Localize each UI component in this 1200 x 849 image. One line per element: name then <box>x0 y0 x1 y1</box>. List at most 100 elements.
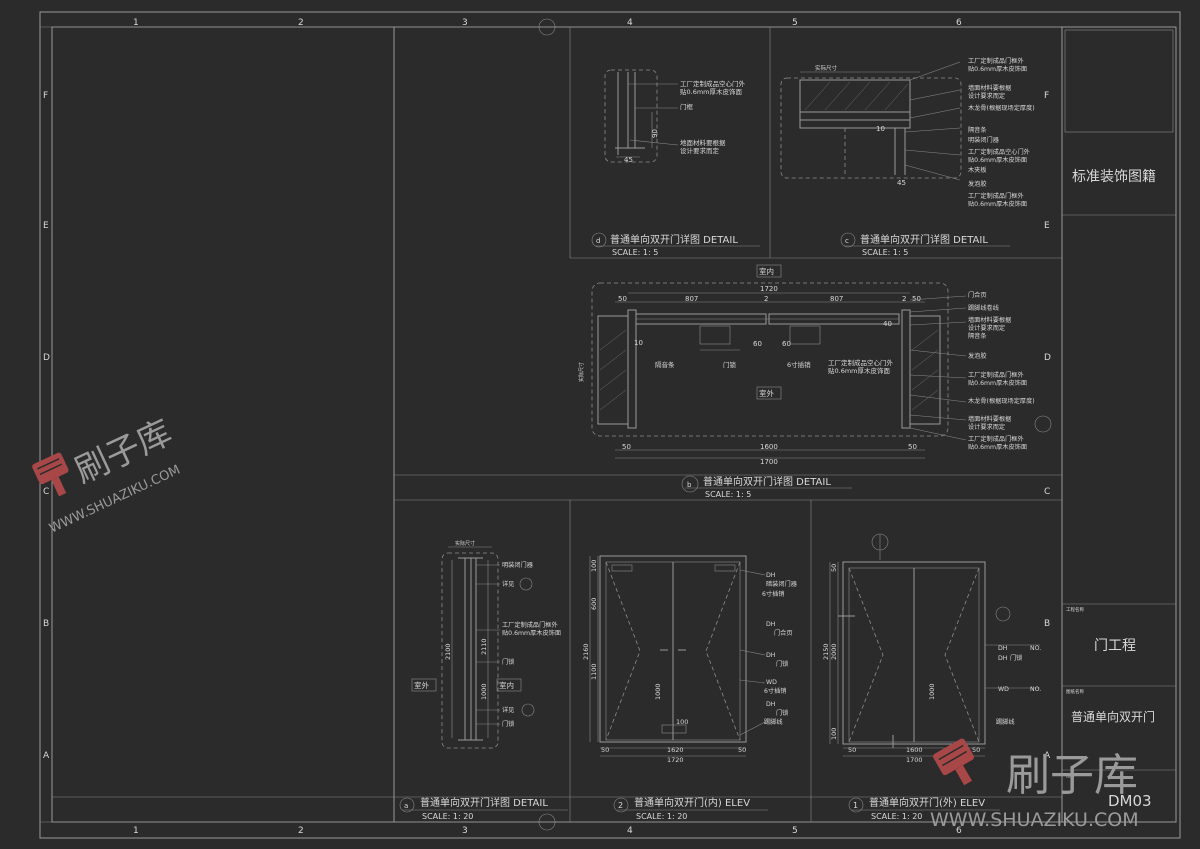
detail-a-dim-1000: 1000 <box>480 683 488 700</box>
detail-b-note-1: 踢脚线卷线 <box>968 304 999 312</box>
elev-inside-title-text: 普通单向双开门(内) ELEV <box>634 796 750 809</box>
detail-b-dim-50b: 50 <box>912 295 921 303</box>
detail-b-dim-60b: 60 <box>782 340 791 348</box>
elev-inside-dim-100: 100 <box>590 560 598 572</box>
detail-b-label-inside: 室内 <box>759 266 774 276</box>
elev-outside-dim-50: 50 <box>830 564 838 572</box>
elev-outside-id: 1 <box>853 801 858 810</box>
title-block-series: 标准装饰图籍 <box>1072 168 1156 185</box>
detail-a-note-6: 门锁 <box>502 720 514 728</box>
elevation-outside-title: 1 普通单向双开门(外) ELEV SCALE: 1: 20 <box>848 796 1000 821</box>
title-block-number: DM03 <box>1108 792 1152 810</box>
grid-row-left-A: A <box>43 751 50 761</box>
grid-row-left-F: F <box>43 91 48 101</box>
grid-col-bot-5: 5 <box>792 826 798 836</box>
grid-row-right-A: A <box>1044 751 1051 761</box>
title-block-drawing: 普通单向双开门 <box>1071 709 1155 724</box>
elev-outside-dim-1000: 1000 <box>928 683 936 700</box>
detail-d-dim-45: 45 <box>624 156 633 164</box>
detail-a-frame-label: 实际尺寸 <box>455 540 475 547</box>
grid-row-left-B: B <box>43 619 49 629</box>
elevation-outside-drawing: 2150 2000 100 50 1000 50 1600 50 1700 DH… <box>822 533 1041 764</box>
detail-b-dim-10: 10 <box>634 339 643 347</box>
detail-d-note-4: 设计要求而定 <box>680 146 720 155</box>
elev-inside-note-11: 踢脚线 <box>764 718 783 726</box>
detail-a-note-0: 明装闭门器 <box>502 561 534 569</box>
elev-inside-dim-1000: 1000 <box>654 683 662 700</box>
detail-c-title-text: 普通单向双开门详图 DETAIL <box>860 233 988 246</box>
elev-inside-note-7: WD <box>766 679 777 686</box>
grid-row-right-C: C <box>1044 487 1050 497</box>
grid-column-labels: 1 2 3 4 5 6 1 2 3 4 5 6 <box>133 18 962 836</box>
detail-d-note-0: 工厂定制成品空心门外 <box>680 79 746 88</box>
elev-inside-note-2: 6寸插销 <box>762 590 785 598</box>
detail-a-note-5: 详见 <box>502 706 514 714</box>
elev-inside-dim-600: 600 <box>590 598 598 610</box>
watermark-right-url: WWW.SHUAZIKU.COM <box>930 809 1139 831</box>
detail-c-note-4: 木龙骨(根据现场定厚度) <box>968 104 1035 112</box>
grid-col-bot-2: 2 <box>298 826 304 836</box>
detail-a-note-2: 工厂定制成品门框外 <box>502 621 558 629</box>
elev-inside-dim-bot-50a: 50 <box>601 746 609 754</box>
elev-outside-dim-bot-50a: 50 <box>848 746 856 754</box>
center-mark-bottom <box>538 813 556 831</box>
brush-logo-icon <box>32 452 69 497</box>
detail-b-dim-bot-1600: 1600 <box>760 443 778 451</box>
detail-d-title: d 普通单向双开门详图 DETAIL SCALE: 1: 5 <box>591 232 760 257</box>
sheet-frame <box>39 11 1181 839</box>
detail-a-scale: SCALE: 1: 20 <box>422 812 473 821</box>
detail-a-dim-2110: 2110 <box>480 638 488 655</box>
detail-a-label-outside: 室外 <box>414 680 429 690</box>
detail-b-dim-1720: 1720 <box>760 285 778 293</box>
grid-col-top-6: 6 <box>956 18 962 28</box>
detail-b-dim-60a: 60 <box>753 340 762 348</box>
grid-col-top-1: 1 <box>133 18 139 28</box>
detail-c-note-12: 贴0.6mm厚木皮饰面 <box>968 200 1027 208</box>
elev-inside-note-5: DH <box>766 652 776 659</box>
grid-row-left-E: E <box>43 221 49 231</box>
detail-a-title-text: 普通单向双开门详图 DETAIL <box>420 796 548 809</box>
detail-b-dim-50a: 50 <box>618 295 627 303</box>
elev-outside-dim-bot-1700: 1700 <box>906 756 923 764</box>
detail-c-note-2: 墙面材料要根据 <box>968 84 1011 92</box>
center-mark-top <box>538 18 556 36</box>
detail-a-id: a <box>404 802 408 810</box>
detail-b-title: b 普通单向双开门详图 DETAIL SCALE: 1: 5 <box>681 475 852 499</box>
elev-outside-note-6: 踢脚线 <box>996 718 1015 726</box>
elev-inside-scale: SCALE: 1: 20 <box>636 812 687 821</box>
detail-c-note-1: 贴0.6mm厚木皮饰面 <box>968 65 1027 73</box>
detail-b-dim-2b: 2 <box>902 295 906 303</box>
elev-outside-note-0: DH <box>998 645 1008 652</box>
detail-a-note-3: 贴0.6mm厚木皮饰面 <box>502 629 561 637</box>
detail-c-dim-45: 45 <box>897 179 906 187</box>
detail-d-scale: SCALE: 1: 5 <box>612 248 658 257</box>
detail-d-dim-90: 90 <box>651 129 659 138</box>
detail-c-scale: SCALE: 1: 5 <box>862 248 908 257</box>
elev-outside-title-text: 普通单向双开门(外) ELEV <box>869 796 985 809</box>
detail-b-dim-40: 40 <box>883 320 892 328</box>
grid-row-right-B: B <box>1044 619 1050 629</box>
elev-inside-dim-1100: 1100 <box>590 663 598 680</box>
detail-b-mid-note-0: 隔音条 <box>655 360 675 369</box>
detail-c-note-8: 贴0.6mm厚木皮饰面 <box>968 156 1027 164</box>
elevation-inside-drawing: 2160 100 600 1100 1000 50 1620 50 1720 1… <box>582 555 798 764</box>
detail-b-note-0: 门合页 <box>968 291 987 299</box>
grid-col-bot-4: 4 <box>627 826 633 836</box>
grid-row-labels: F E D C B A F E D C B A <box>43 91 1051 761</box>
detail-c-note-7: 工厂定制成品空心门外 <box>968 148 1030 156</box>
elev-inside-note-6: 门锁 <box>776 660 788 668</box>
detail-d-id: d <box>596 237 600 245</box>
detail-b-label-outside: 室外 <box>759 388 774 398</box>
elev-outside-note-1: NO. <box>1030 645 1041 652</box>
grid-col-top-3: 3 <box>462 18 468 28</box>
detail-b-frame-label: 实际尺寸 <box>578 362 585 382</box>
detail-c-drawing: 实际尺寸 10 45 工厂定制成品门框外 贴0.6mm厚木皮饰面 墙面材料要根据… <box>780 57 1035 208</box>
detail-a-note-1: 详见 <box>502 580 514 588</box>
detail-b-dim-bot-50b: 50 <box>908 443 917 451</box>
title-block-label-number: 图号 <box>1066 773 1075 779</box>
detail-b-mid-note-3: 工厂定制成品空心门外 <box>828 358 894 367</box>
elevation-inside-title: 2 普通单向双开门(内) ELEV SCALE: 1: 20 <box>613 796 768 821</box>
panel-dividers <box>52 27 1062 822</box>
detail-c-note-9: 木夹板 <box>968 166 987 174</box>
